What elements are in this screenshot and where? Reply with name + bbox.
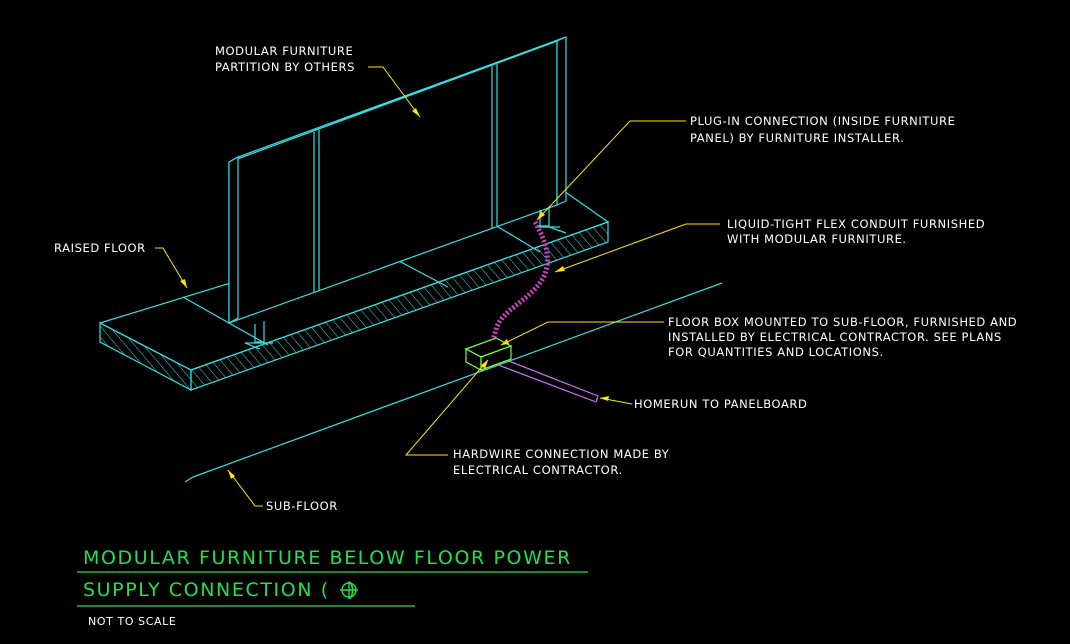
hardwire-label-line2: ELECTRICAL CONTRACTOR. <box>453 463 623 477</box>
sub-floor-label: SUB-FLOOR <box>266 499 338 513</box>
floor-box-label-line2: INSTALLED BY ELECTRICAL CONTRACTOR. SEE … <box>668 330 1002 344</box>
partition-label-line1: MODULAR FURNITURE <box>215 44 353 58</box>
floor-box-label-line1: FLOOR BOX MOUNTED TO SUB-FLOOR, FURNISHE… <box>668 315 1017 329</box>
title-block: MODULAR FURNITURE BELOW FLOOR POWER SUPP… <box>77 547 588 628</box>
furniture-partition <box>228 36 567 350</box>
floor-box <box>464 337 513 371</box>
raised-floor-label: RAISED FLOOR <box>54 241 146 255</box>
partition-label-line2: PARTITION BY OTHERS <box>215 60 355 74</box>
floor-box-label-line3: FOR QUANTITIES AND LOCATIONS. <box>668 345 884 359</box>
hardwire-label-line1: HARDWIRE CONNECTION MADE BY <box>453 447 670 461</box>
circled-plus-icon <box>340 581 358 599</box>
homerun-conduit <box>492 354 599 403</box>
leader-lines <box>155 66 720 507</box>
flex-conduit-label-line2: WITH MODULAR FURNITURE. <box>727 232 907 246</box>
flex-conduit <box>489 220 550 353</box>
sub-floor <box>184 282 723 483</box>
title-line2: SUPPLY CONNECTION () <box>83 579 357 601</box>
scale-note: NOT TO SCALE <box>88 615 176 628</box>
plugin-label-line1: PLUG-IN CONNECTION (INSIDE FURNITURE <box>690 114 955 128</box>
homerun-label: HOMERUN TO PANELBOARD <box>634 397 807 411</box>
annotations: MODULAR FURNITURE PARTITION BY OTHERS PL… <box>54 44 1017 513</box>
plugin-label-line2: PANEL) BY FURNITURE INSTALLER. <box>690 131 904 145</box>
flex-conduit-label-line1: LIQUID-TIGHT FLEX CONDUIT FURNISHED <box>727 217 985 231</box>
title-line1: MODULAR FURNITURE BELOW FLOOR POWER <box>83 547 572 569</box>
